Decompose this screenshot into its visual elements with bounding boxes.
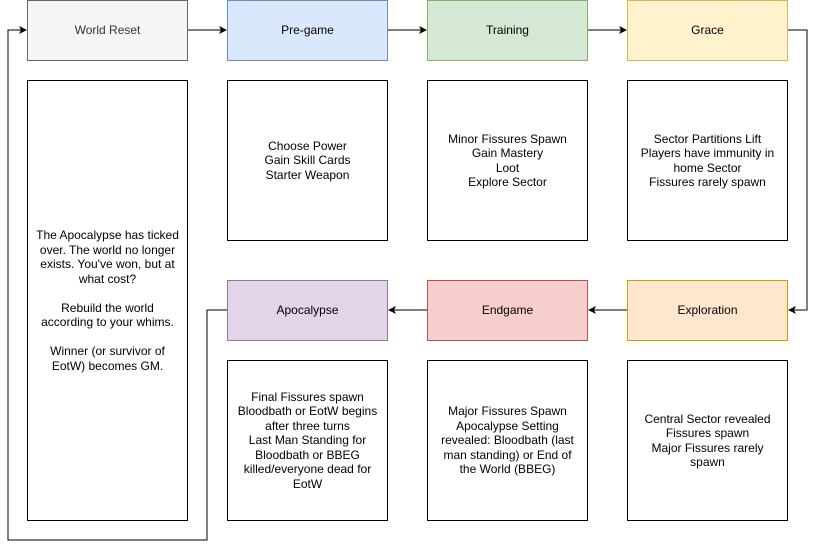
edge-apocalypse-to-reset (7, 26, 227, 541)
node-exploration[interactable]: Exploration (627, 280, 788, 341)
node-grace[interactable]: Grace (627, 0, 788, 61)
description-exploration: Central Sector revealed Fissures spawn M… (627, 360, 788, 521)
description-grace: Sector Partitions Lift Players have immu… (627, 80, 788, 241)
description-world-reset: The Apocalypse has ticked over. The worl… (27, 80, 188, 521)
description-training: Minor Fissures Spawn Gain Mastery Loot E… (427, 80, 588, 241)
node-world-reset[interactable]: World Reset (27, 0, 188, 61)
description-apocalypse: Final Fissures spawn Bloodbath or EotW b… (227, 360, 388, 521)
node-pre-game[interactable]: Pre-game (227, 0, 388, 61)
node-apocalypse[interactable]: Apocalypse (227, 280, 388, 341)
edge-grace-to-exploration (787, 29, 808, 314)
description-endgame: Major Fissures Spawn Apocalypse Setting … (427, 360, 588, 521)
description-pre-game: Choose Power Gain Skill Cards Starter We… (227, 80, 388, 241)
node-training[interactable]: Training (427, 0, 588, 61)
node-endgame[interactable]: Endgame (427, 280, 588, 341)
